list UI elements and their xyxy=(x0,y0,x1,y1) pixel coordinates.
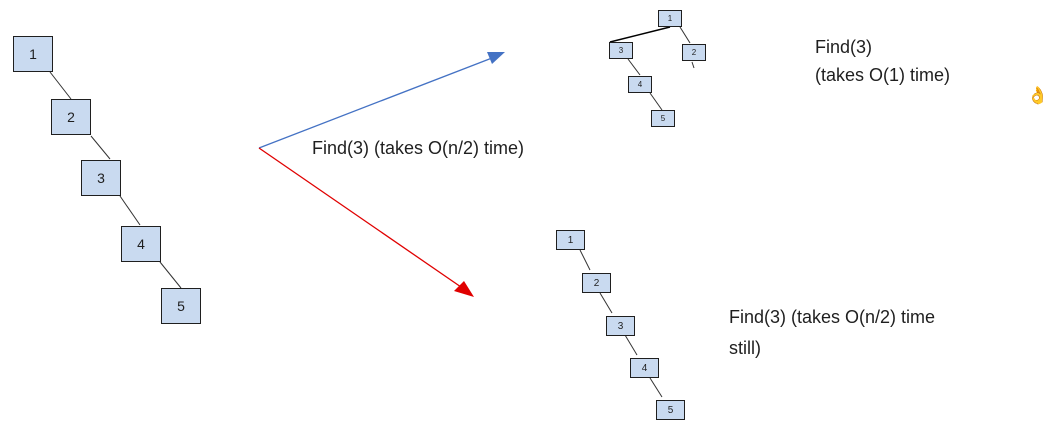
bottom-caption-line1: Find(3) (takes O(n/2) time xyxy=(729,307,936,327)
arrow-up-head xyxy=(487,52,505,64)
bottom-tree-node: 1 xyxy=(556,230,585,250)
bottom-caption-line2: still) xyxy=(729,338,761,358)
top-tree-node: 5 xyxy=(651,110,675,127)
top-caption-line2: (takes O(1) time) xyxy=(815,65,951,85)
ok-hand-emoji-icon: 👌 xyxy=(1027,86,1048,106)
arrow-label: Find(3) (takes O(n/2) time) xyxy=(312,138,525,158)
arrow-down-head xyxy=(454,281,474,297)
left-tree-node: 4 xyxy=(121,226,161,262)
bottom-tree-node: 4 xyxy=(630,358,659,378)
top-tree-node: 2 xyxy=(682,44,706,61)
left-tree-node: 5 xyxy=(161,288,201,324)
bottom-tree-node: 2 xyxy=(582,273,611,293)
left-tree-node: 2 xyxy=(51,99,91,135)
left-tree-node: 1 xyxy=(13,36,53,72)
left-tree-node: 3 xyxy=(81,160,121,196)
top-tree-node: 4 xyxy=(628,76,652,93)
top-tree-node: 3 xyxy=(609,42,633,59)
arrow-up-line xyxy=(258,57,493,149)
top-caption-line1: Find(3) xyxy=(815,37,873,57)
arrow-down-line xyxy=(258,147,462,288)
top-tree-node: 1 xyxy=(658,10,682,27)
bottom-tree-node: 5 xyxy=(656,400,685,420)
bottom-tree-node: 3 xyxy=(606,316,635,336)
